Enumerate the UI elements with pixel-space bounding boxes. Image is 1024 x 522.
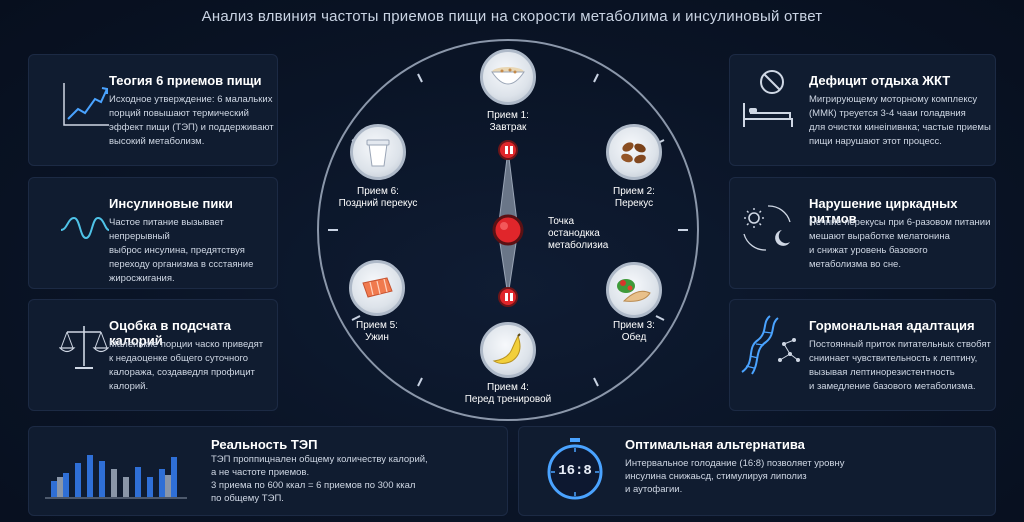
meal-4-plate: [480, 322, 536, 378]
clock-value: 16:8: [558, 463, 592, 479]
sun-moon-cycle-icon: [743, 205, 791, 251]
card-title: Инсулиновые пики: [109, 196, 233, 211]
oatmeal-bowl-icon: [491, 67, 525, 85]
card-six-meals-theory: Теогия 6 приемов пищи Исходное утвержден…: [28, 54, 278, 166]
card-title: Гормональная адалтация: [809, 318, 975, 333]
card-title: Оптимальная альтернатива: [625, 437, 805, 452]
fasting-clock-icon: 16:8: [543, 437, 607, 501]
trend-chart-icon: [63, 83, 109, 126]
banana-icon: [492, 333, 521, 364]
card-title: Реальность ТЭП: [211, 437, 318, 452]
card-tef-reality: Реальность ТЭП ТЭП проппицнален общему к…: [28, 426, 508, 516]
metabolism-stop-label: Точка останодкка метаболизиа: [548, 216, 609, 251]
meal-2-label: Прием 2:Перекус: [613, 186, 655, 209]
no-eating-bed-icon: [743, 70, 793, 127]
card-circadian-disruption: Нарушение циркадных ритмов Нечние переку…: [729, 177, 996, 289]
scales-icon: [59, 326, 109, 369]
page-subtitle: Анализ влвиния частоты приемов пищи на с…: [201, 8, 823, 25]
card-optimal-alternative: 16:8 Оптимальная альтернатива Интервальн…: [518, 426, 996, 516]
meal-2-plate: [606, 124, 662, 180]
bar-chart-icon: [45, 455, 187, 499]
meal-6-label: Прием 6:Поздний перекус: [338, 186, 418, 209]
pause-icon-top: [498, 140, 518, 160]
card-calorie-error: Оцобка в подсчата калорий Маленькие порц…: [28, 299, 278, 411]
card-text: ТЭП проппицнален общему количеству калор…: [211, 454, 428, 504]
meal-5-plate: [349, 260, 405, 316]
salmon-icon: [362, 277, 393, 298]
meal-6-plate: [350, 124, 406, 180]
card-title: Оцобка в подсчата калорий: [109, 318, 231, 348]
card-insulin-spikes: Инсулиновые пики Частое питание вызывает…: [28, 177, 278, 289]
pause-icon-bottom: [498, 287, 518, 307]
insulin-wave-icon: [60, 216, 110, 240]
meal-4-label: Прием 4:Перед тренировой: [464, 382, 552, 405]
card-title: Дефицит отдыха ЖКТ: [809, 73, 951, 88]
card-text: Интервальное голодание (16:8) позволяет …: [625, 458, 845, 495]
meal-1-plate: [480, 49, 536, 105]
meal-5-label: Прием 5:Ужин: [356, 320, 398, 343]
yogurt-icon: [366, 139, 390, 167]
meal-3-label: Прием 3:Обед: [613, 320, 655, 343]
card-gut-rest-deficit: Дефицит отдыха ЖКТ Мигрирующему моторном…: [729, 54, 996, 166]
salad-chicken-icon: [617, 279, 651, 302]
dna-molecule-icon: [741, 315, 800, 375]
almonds-icon: [621, 142, 646, 164]
card-title: Нарушение циркадных ритмов: [809, 196, 958, 226]
card-title: Теогия 6 приемов пищи: [109, 73, 262, 88]
meal-1-label: Прием 1:Завтрак: [487, 110, 529, 133]
card-hormonal-adaptation: Гормональная адалтация Постоянный приток…: [729, 299, 996, 411]
meal-3-plate: [606, 262, 662, 318]
card-text: Мигрирующему моторному комплексу(ММК) тр…: [809, 94, 991, 147]
